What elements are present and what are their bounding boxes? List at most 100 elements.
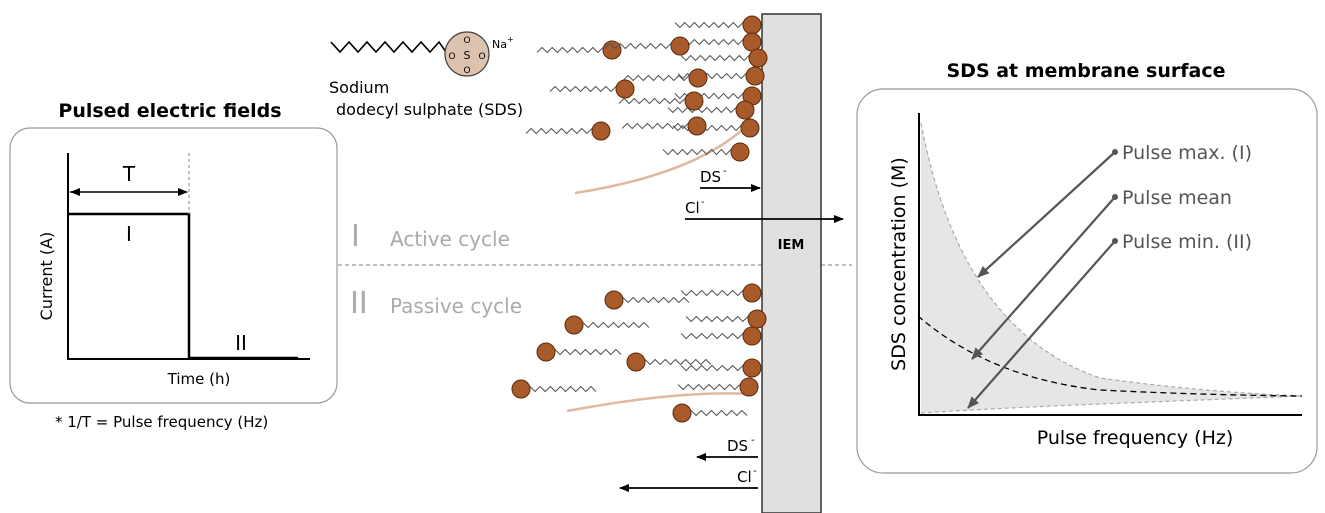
passive-cycle-label: Passive cycle (390, 294, 522, 318)
sds-name-line2: dodecyl sulphate (SDS) (336, 100, 523, 119)
surfactant-head (735, 100, 755, 120)
active-cycle-roman: I (351, 219, 360, 254)
pulse-max-pointer (977, 151, 1116, 278)
sds-oxygen-top: O (463, 36, 470, 46)
membrane-label: IEM (778, 238, 805, 253)
surfactant-head (742, 358, 762, 378)
surfactant-head (591, 121, 611, 141)
surfactant-tail (680, 54, 750, 62)
surfactant-head (536, 342, 556, 362)
surfactant-head (742, 326, 762, 346)
pulse-waveform (68, 212, 298, 360)
pulse-max-curve (920, 122, 1303, 397)
pulse-min-dot (1112, 238, 1118, 244)
pulse-mean-dot (1112, 194, 1118, 200)
membrane-surface-panel: SDS at membrane surface SDS concentratio… (856, 60, 1318, 474)
ds-charge-active: - (723, 166, 727, 177)
cl-label-active: Cl (685, 199, 700, 217)
ds-label-active: DS (700, 168, 721, 186)
ion-exchange-membrane: IEM (761, 13, 822, 513)
legend-pulse-mean: Pulse mean (1122, 187, 1232, 209)
surfactant-tail (554, 348, 622, 356)
surfactant-head (748, 48, 768, 68)
sds-oxygen-right: O (478, 52, 485, 62)
sds-name-line1: Sodium (329, 78, 389, 97)
surfactant-head (684, 91, 704, 111)
surfactant-tail (525, 127, 593, 135)
period-label: T (122, 162, 136, 186)
surfactant-tail (549, 85, 617, 93)
pulse-mean-pointer (971, 196, 1116, 360)
surfactant-head (564, 315, 584, 335)
surfactant-tail (644, 358, 712, 366)
surfactant-head (740, 118, 760, 138)
surfactant-tail (674, 21, 744, 29)
legend-pulse-min: Pulse min. (II) (1122, 231, 1252, 253)
ion-transport-passive: DS - Cl - (619, 435, 758, 492)
surfactant-tail (677, 383, 741, 391)
surfactant-tail (680, 289, 744, 297)
surfactant-head (687, 116, 707, 136)
ds-label-passive: DS (727, 437, 748, 455)
surfactant-tail (690, 409, 748, 417)
surfactant-tail (662, 148, 732, 156)
period-arrow-head-left (70, 188, 80, 196)
sds-sulfur-label: S (464, 49, 471, 62)
surfactant-tail (680, 364, 744, 372)
cl-charge-passive: - (753, 466, 757, 477)
surfactant-tail (674, 92, 744, 100)
surfactant-tail (622, 74, 690, 82)
surfactant-head (604, 290, 624, 310)
footnote: * 1/T = Pulse frequency (Hz) (55, 413, 268, 431)
right-panel-title: SDS at membrane surface (946, 60, 1225, 82)
left-y-axis-label: Current (A) (37, 232, 56, 321)
left-x-axis-label: Time (h) (167, 370, 231, 388)
surfactant-head (670, 36, 690, 56)
surfactant-molecules (511, 15, 768, 423)
cl-charge-active: - (701, 197, 705, 208)
active-cycle-label: Active cycle (390, 227, 510, 251)
surfactant-head (511, 379, 531, 399)
pulse-max-dot (1112, 149, 1118, 155)
surfactant-tail (680, 332, 744, 340)
surfactant-head (626, 352, 646, 372)
sds-oxygen-left: O (448, 52, 455, 62)
pulse-min-pointer (967, 240, 1116, 409)
surfactant-tail (622, 296, 690, 304)
left-panel-frame (9, 127, 338, 404)
membrane-body (761, 13, 822, 513)
surfactant-tail (536, 46, 604, 54)
sds-counterion: Na (492, 38, 507, 51)
surfactant-head (742, 32, 762, 52)
passive-cycle-roman: II (350, 286, 368, 321)
sds-head-group (444, 31, 490, 77)
surfactant-head (739, 377, 759, 397)
ds-charge-passive: - (751, 435, 755, 446)
surfactant-head (602, 40, 622, 60)
surfactant-head (745, 66, 765, 86)
left-panel-title: Pulsed electric fields (58, 100, 281, 122)
cycle-annotations: I Active cycle II Passive cycle (338, 219, 852, 321)
surfactant-head (742, 283, 762, 303)
surfactant-tail (667, 106, 737, 114)
right-x-axis-label: Pulse frequency (Hz) (1037, 427, 1234, 449)
surfactant-head (615, 79, 635, 99)
surfactant-tail (685, 315, 749, 323)
ion-transport-active: DS - Cl - (685, 166, 844, 223)
concentration-range-shade (921, 123, 1302, 413)
phase-two-label: II (235, 331, 247, 355)
surfactant-tail (604, 42, 672, 50)
surfactant-tail (621, 122, 689, 130)
sds-alkyl-tail (330, 40, 447, 54)
surfactant-tail (582, 321, 650, 329)
cl-label-passive: Cl (737, 468, 752, 486)
surfactant-head (742, 15, 762, 35)
active-trail (574, 129, 743, 195)
surfactant-head (730, 142, 750, 162)
sds-oxygen-bottom: O (463, 66, 470, 76)
surfactant-head (747, 309, 767, 329)
surfactant-tail (618, 97, 686, 105)
surfactant-tail (529, 385, 597, 393)
passive-trail (566, 392, 751, 413)
legend-pulse-max: Pulse max. (I) (1122, 142, 1252, 164)
